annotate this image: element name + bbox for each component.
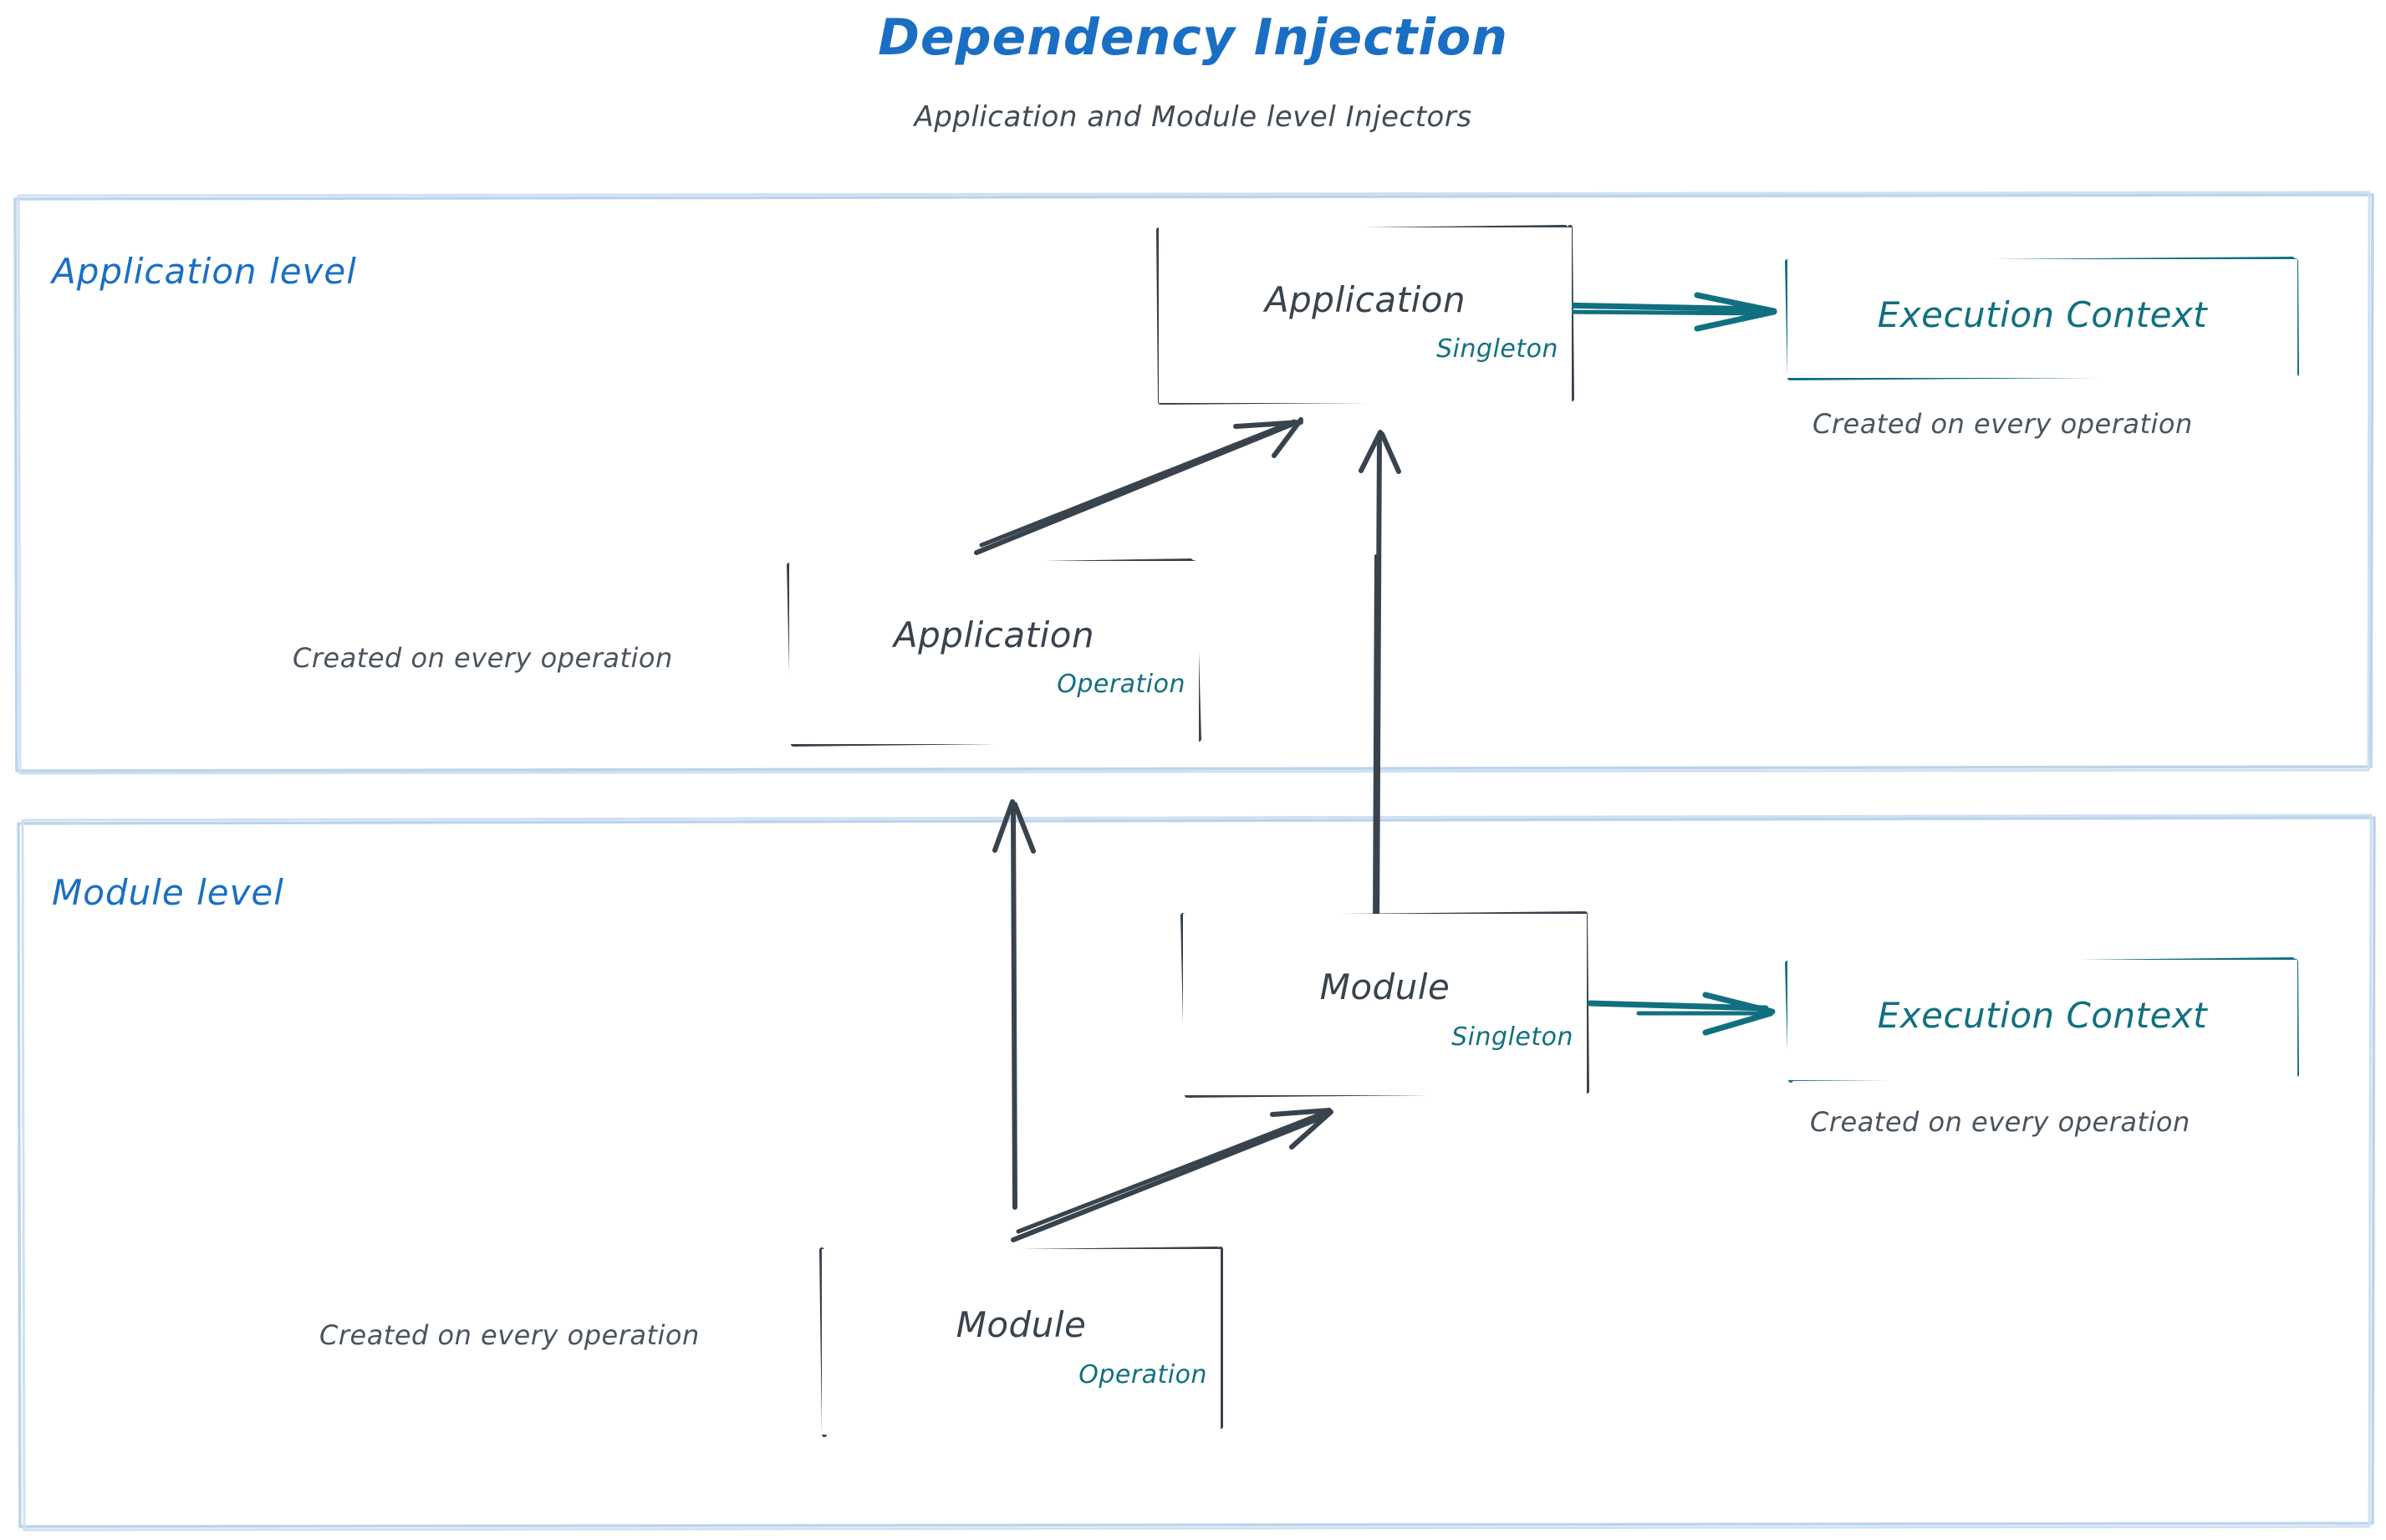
page-title: Dependency Injection (878, 8, 1508, 67)
edge-module-operation-to-app-operation (992, 799, 1036, 1210)
node-module-singleton-title: Module (1319, 966, 1450, 1007)
node-module-singleton-scope: Singleton (1451, 1022, 1573, 1052)
node-application-singleton[interactable]: Application Singleton (1159, 227, 1572, 403)
node-execution-context-module-title: Execution Context (1877, 995, 2208, 1036)
edge-module-singleton-to-exec-context (1587, 992, 1776, 1036)
note-module-operation: Created on every operation (319, 1319, 700, 1351)
node-execution-context-application-title: Execution Context (1877, 294, 2208, 335)
edge-module-operation-to-module-singleton (1011, 1108, 1333, 1242)
node-application-operation-scope: Operation (1057, 670, 1185, 699)
node-application-operation-title: Application (893, 614, 1095, 655)
node-module-operation-scope: Operation (1078, 1360, 1207, 1390)
note-application-operation: Created on every operation (293, 642, 673, 674)
node-module-operation[interactable]: Module Operation (822, 1249, 1221, 1435)
edge-app-operation-to-app-singleton (974, 417, 1303, 555)
page-subtitle: Application and Module level Injectors (914, 100, 1472, 134)
level-label-module: Module level (52, 872, 284, 913)
module-level-container (17, 813, 2376, 1532)
node-execution-context-application[interactable]: Execution Context (1787, 259, 2297, 378)
node-application-singleton-title: Application (1264, 279, 1466, 320)
node-execution-context-module[interactable]: Execution Context (1787, 960, 2297, 1080)
level-label-application: Application level (52, 251, 357, 292)
note-execution-context-application: Created on every operation (1812, 408, 2193, 440)
node-module-singleton[interactable]: Module Singleton (1183, 914, 1587, 1095)
node-application-operation[interactable]: Application Operation (789, 561, 1199, 744)
edge-app-singleton-to-exec-context (1553, 292, 1777, 332)
application-level-container (13, 191, 2374, 775)
node-module-operation-title: Module (956, 1304, 1087, 1345)
note-execution-context-module: Created on every operation (1810, 1106, 2190, 1138)
node-application-singleton-scope: Singleton (1436, 334, 1558, 364)
